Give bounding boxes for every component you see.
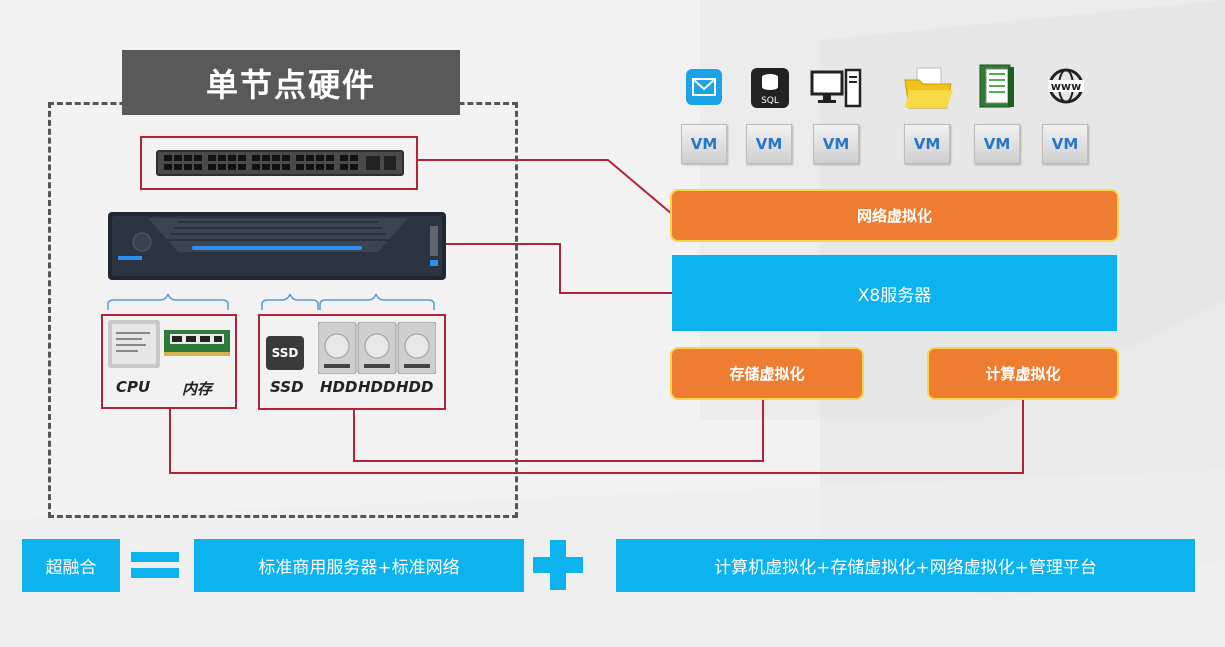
vm-block-2: VM	[746, 124, 792, 164]
sql-text: SQL	[761, 96, 779, 106]
hardware-title: 单节点硬件	[122, 50, 460, 115]
ssd-label: SSD	[270, 378, 304, 396]
network-virtualization-layer: 网络虚拟化	[670, 189, 1119, 242]
hardware-grouping-braces	[107, 294, 435, 310]
software-formula-box: 计算机虚拟化+存储虚拟化+网络虚拟化+管理平台	[616, 539, 1195, 592]
server-chassis-icon	[108, 212, 446, 280]
book-icon	[979, 64, 1014, 108]
x8-server-layer: X8服务器	[672, 255, 1117, 331]
cpu-memory-frame	[101, 314, 237, 409]
memory-label: 内存	[182, 380, 213, 398]
plus-sign-icon	[533, 540, 583, 590]
hdd-label-2: HDD	[358, 378, 396, 396]
vm-block-1: VM	[681, 124, 727, 164]
hdd-drives-icon	[318, 322, 436, 374]
switch-frame	[140, 136, 418, 190]
vm-block-3: VM	[813, 124, 859, 164]
storage-frame	[258, 314, 446, 410]
www-text: www	[1051, 80, 1082, 93]
vm-block-4: VM	[904, 124, 950, 164]
hardware-formula-box: 标准商用服务器+标准网络	[194, 539, 524, 592]
cpu-chip-icon	[108, 320, 160, 368]
memory-stick-icon	[164, 330, 230, 356]
vm-block-5: VM	[974, 124, 1020, 164]
cpu-label: CPU	[116, 378, 151, 396]
equals-sign-icon	[131, 552, 179, 578]
www-globe-icon: www	[1048, 68, 1084, 104]
ssd-drive-icon: SSD	[266, 336, 304, 370]
hyperconverged-label: 超融合	[22, 539, 120, 592]
computer-icon	[810, 68, 862, 108]
hdd-label-1: HDD	[320, 378, 358, 396]
mail-icon	[686, 69, 722, 105]
network-switch-icon	[156, 150, 404, 176]
compute-virtualization-layer: 计算虚拟化	[927, 347, 1119, 400]
storage-virtualization-layer: 存储虚拟化	[670, 347, 864, 400]
vm-block-6: VM	[1042, 124, 1088, 164]
hdd-label-3: HDD	[396, 378, 434, 396]
folder-icon	[904, 67, 953, 109]
sql-database-icon: SQL	[751, 68, 789, 108]
